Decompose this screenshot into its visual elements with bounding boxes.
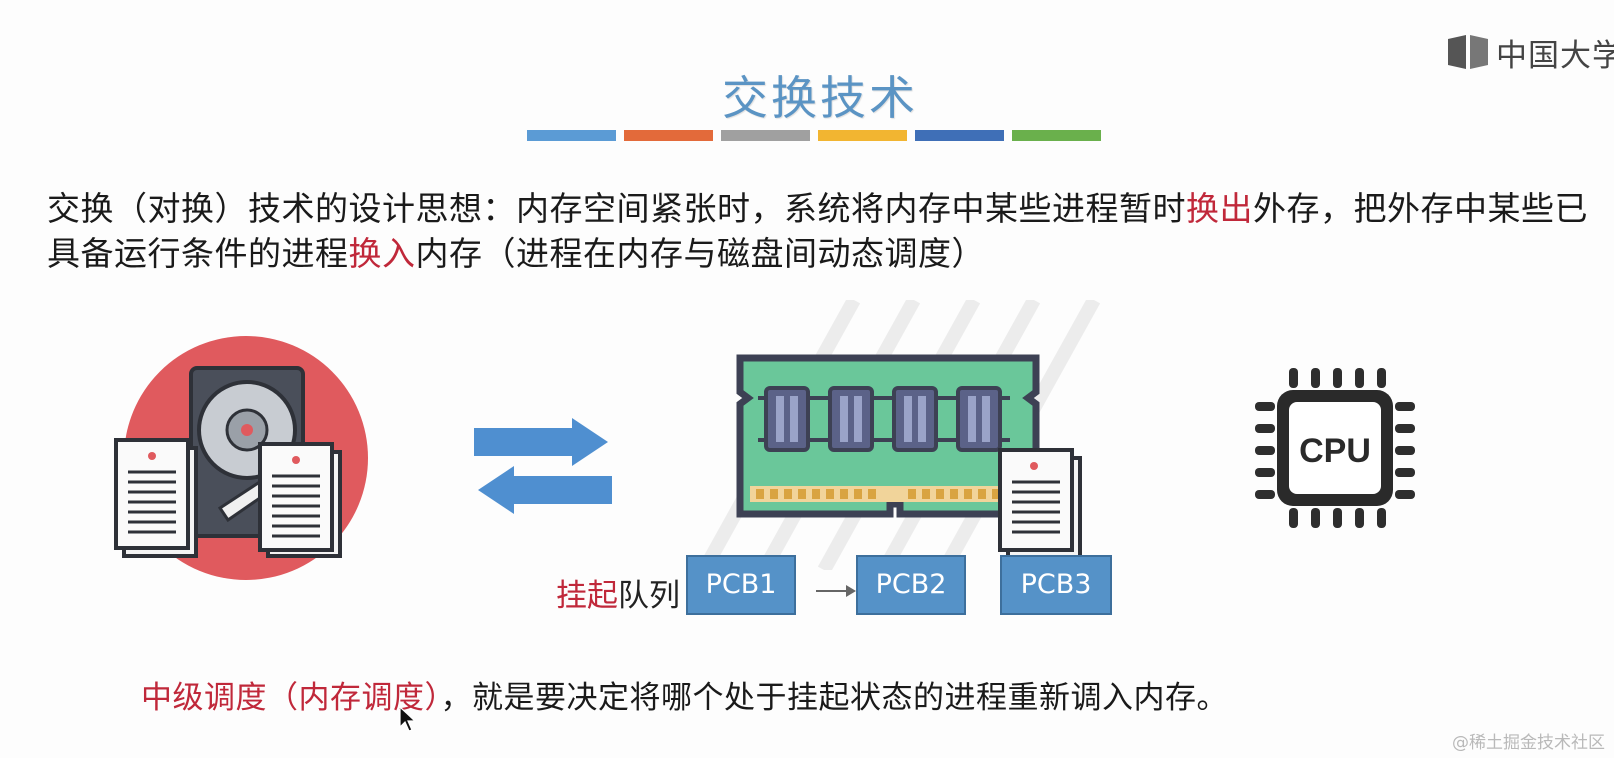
mooc-logo: 中国大学	[1446, 30, 1614, 75]
medium-term-scheduling-highlight: 中级调度（内存调度）	[141, 680, 441, 716]
color-bar	[818, 130, 907, 141]
swap-out-highlight: 换出	[1186, 189, 1253, 228]
color-bar	[527, 130, 616, 141]
hard-disk-illustration	[108, 330, 378, 584]
queue-arrow-icon	[816, 585, 856, 597]
pcb-box-3: PCB3	[1000, 555, 1112, 615]
document-icon	[258, 442, 342, 558]
suspend-queue-label: 挂起队列	[556, 570, 680, 615]
suspend-highlight: 挂起	[556, 578, 618, 614]
document-icon	[998, 448, 1082, 560]
color-bar	[915, 130, 1004, 141]
swap-arrows	[468, 418, 618, 522]
mouse-cursor-icon	[399, 706, 417, 732]
color-bar	[624, 130, 713, 141]
cpu-illustration: CPU	[1255, 368, 1415, 532]
slide-title: 交换技术	[722, 71, 918, 125]
cpu-label: CPU	[1299, 432, 1371, 470]
memory-illustration	[684, 296, 1124, 574]
design-idea-paragraph: 交换（对换）技术的设计思想：内存空间紧张时，系统将内存中某些进程暂时换出外存，把…	[47, 186, 1607, 276]
watermark: @稀土掘金技术社区	[1452, 733, 1605, 753]
para-text: 交换（对换）技术的设计思想：内存空间紧张时，系统将内存中某些进程暂时	[47, 189, 1186, 228]
pcb-box-1: PCB1	[686, 555, 796, 615]
color-bar	[721, 130, 810, 141]
pcb-box-2: PCB2	[856, 555, 966, 615]
medium-term-scheduling-definition: 中级调度（内存调度），就是要决定将哪个处于挂起状态的进程重新调入内存。	[141, 672, 1228, 717]
para-text: 外存，把外存中某些已具备运行条件的进程	[47, 189, 1588, 273]
ram-module-icon	[736, 354, 1040, 518]
queue-text: 队列	[618, 578, 680, 614]
book-logo-icon	[1448, 34, 1488, 69]
swap-in-highlight: 换入	[348, 234, 416, 273]
color-bar	[1012, 130, 1101, 141]
cpu-pins	[1255, 368, 1415, 528]
logo-text: 中国大学	[1496, 38, 1614, 74]
definition-text: ，就是要决定将哪个处于挂起状态的进程重新调入内存。	[440, 680, 1228, 716]
arrow-left-icon	[478, 466, 612, 514]
arrow-right-icon	[474, 418, 608, 466]
document-icon	[114, 438, 198, 558]
para-text: 内存（进程在内存与磁盘间动态调度）	[415, 234, 985, 273]
title-color-bars	[527, 130, 1109, 141]
